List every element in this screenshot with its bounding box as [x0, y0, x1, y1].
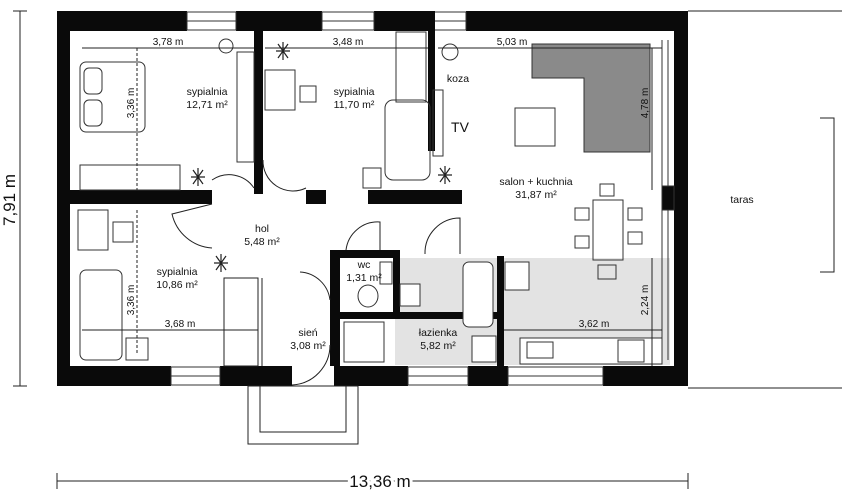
dim-kitchen-depth: 2,24 m — [640, 285, 651, 316]
dim-bedroom2-width: 3,48 m — [333, 37, 364, 48]
bathroom-area: 5,82 m² — [420, 340, 456, 352]
dim-bedroom1-width: 3,78 m — [153, 37, 184, 48]
dim-bedroom1-depth: 3,36 m — [126, 88, 137, 119]
hall-name: hol — [255, 223, 269, 235]
dim-bedroom3-depth: 3,36 m — [126, 285, 137, 316]
terrace-name: taras — [730, 194, 753, 206]
interior-walls — [57, 11, 504, 366]
bedroom2-area: 11,70 m² — [334, 99, 375, 111]
dim-total-depth: 7,91 m — [0, 174, 19, 226]
bedroom3-furniture — [77, 209, 149, 361]
bedroom1-name: sypialnia — [187, 86, 228, 98]
stove-label: koza — [447, 73, 469, 85]
bedroom2-name: sypialnia — [334, 86, 375, 98]
living-name: salon + kuchnia — [499, 176, 572, 188]
entrance-porch — [223, 277, 359, 445]
wc-name: wc — [357, 259, 371, 271]
dim-living-depth: 4,78 m — [640, 88, 651, 119]
bedroom2-furniture — [264, 31, 431, 189]
terrace — [688, 10, 842, 389]
entry-area: 3,08 m² — [290, 340, 326, 352]
hall-area: 5,48 m² — [244, 236, 280, 248]
wc-area: 1,31 m² — [346, 272, 382, 284]
bathroom-name: łazienka — [419, 327, 458, 339]
tv-label: TV — [451, 119, 470, 135]
plant-icons — [191, 42, 452, 272]
bedroom1-area: 12,71 m² — [186, 99, 228, 111]
bathroom-fixtures — [343, 261, 663, 365]
living-furniture — [432, 43, 675, 280]
doors — [171, 159, 461, 386]
entry-name: sień — [298, 327, 317, 339]
dim-living-width: 5,03 m — [497, 37, 528, 48]
bedroom3-name: sypialnia — [157, 266, 198, 278]
bedroom1-furniture — [79, 38, 255, 191]
bedroom3-area: 10,86 m² — [156, 279, 198, 291]
living-area: 31,87 m² — [515, 189, 557, 201]
dim-bedroom3-width: 3,68 m — [165, 319, 196, 330]
dimension-lines — [13, 10, 689, 489]
dim-kitchen-width: 3,62 m — [579, 319, 610, 330]
dim-total-width: 13,36 m — [349, 472, 410, 491]
